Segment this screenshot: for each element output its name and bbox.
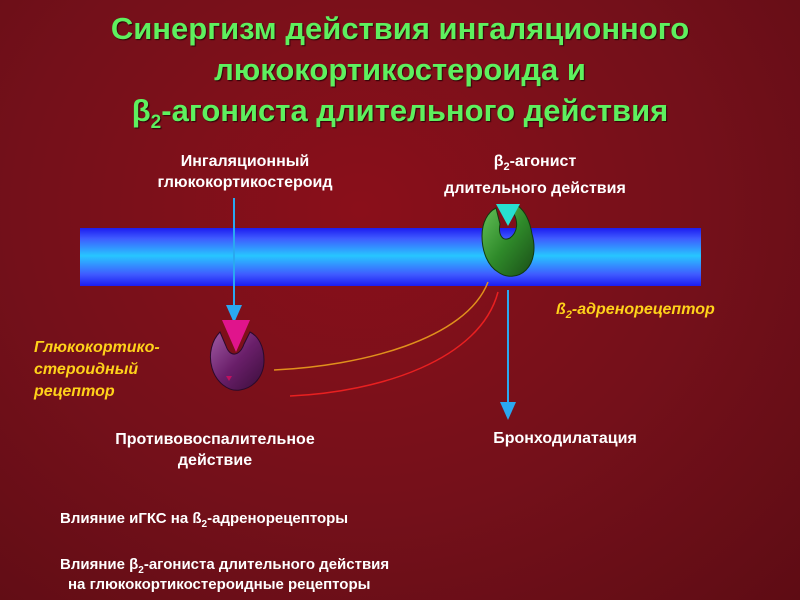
gc-receptor-shape <box>209 331 265 391</box>
slide-title: Синергизм действия ингаляционного люкоко… <box>0 8 800 143</box>
interaction-curve-inner <box>289 291 499 397</box>
note-laba-effect: Влияние β2-агониста длительного действия <box>60 556 390 576</box>
laba-label: β2-агонист длительного действия <box>444 153 626 198</box>
igcs-label: Ингаляционный глюкокортикостероид <box>157 153 333 191</box>
gc-receptor-label: Глюкокортико- стероидный рецептор <box>34 339 160 400</box>
title-line-2: люкокортикостероида и <box>214 52 586 87</box>
anti-inflammatory-label: Противовоспалительное действие <box>115 431 315 469</box>
interaction-curve-outer <box>273 281 489 371</box>
beta2-receptor-shape <box>481 205 535 277</box>
gc-receptor-marker <box>226 376 232 381</box>
note-laba-effect-line2: на глюкокортикостероидные рецепторы <box>68 576 371 593</box>
title-line-3: β2-агониста длительного действия <box>131 93 669 134</box>
note-igcs-effect: Влияние иГКС на ß2-адренорецепторы <box>60 510 349 530</box>
bronchodilation-label: Бронходилатация <box>493 430 637 447</box>
beta2-receptor-label: ß2-адренорецептор <box>556 301 715 322</box>
cell-membrane <box>80 228 701 286</box>
title-line-1: Синергизм действия ингаляционного <box>110 11 690 46</box>
laba-ligand-shape <box>496 204 520 226</box>
igcs-ligand-shape <box>222 320 250 352</box>
